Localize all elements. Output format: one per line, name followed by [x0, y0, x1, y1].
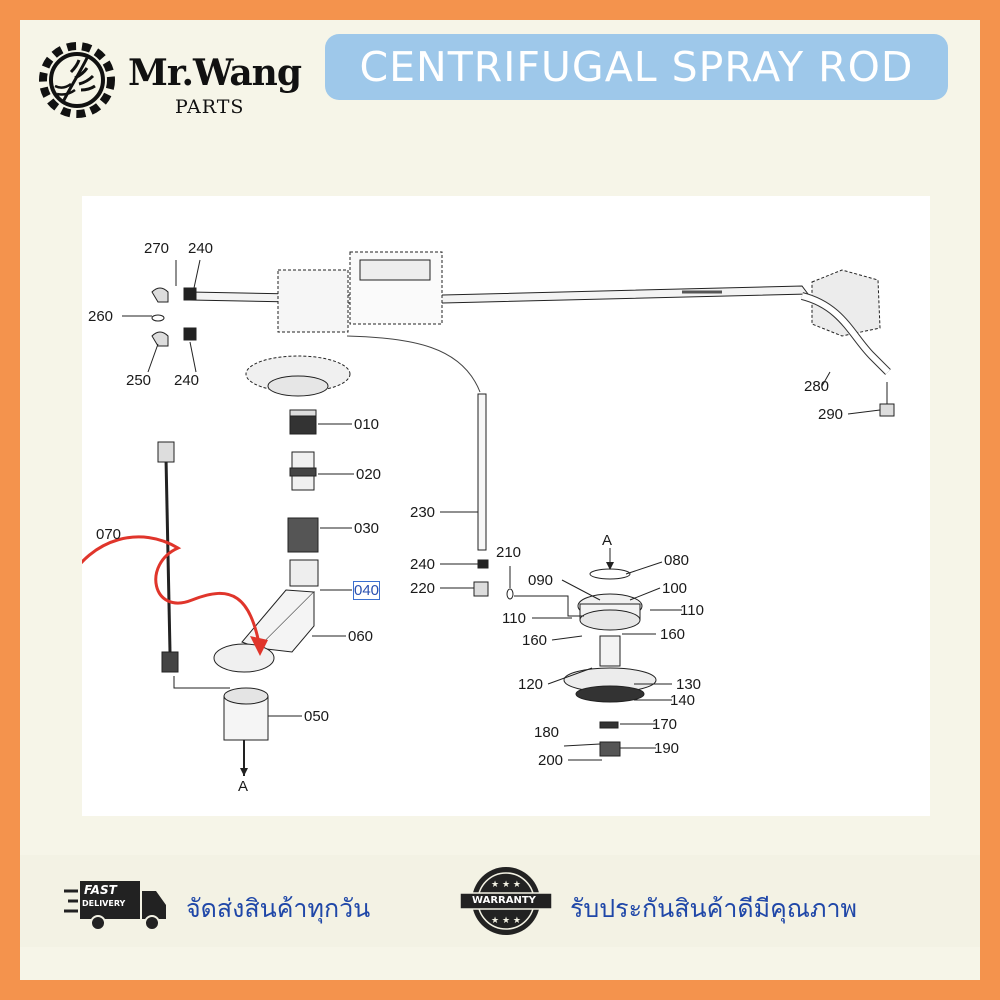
label-030: 030 [354, 520, 380, 537]
label-200: 200 [538, 752, 564, 769]
label-140: 140 [670, 692, 696, 709]
label-240-left: 240 [174, 372, 200, 389]
label-070: 070 [96, 526, 122, 543]
label-100: 100 [662, 580, 688, 597]
label-160-left: 160 [522, 632, 548, 649]
label-210: 210 [496, 544, 522, 561]
svg-text:★ ★ ★: ★ ★ ★ [491, 880, 521, 890]
highlight-arrow [82, 535, 262, 649]
label-220: 220 [410, 580, 436, 597]
label-180: 180 [534, 724, 560, 741]
label-110-right: 110 [680, 602, 704, 619]
label-080: 080 [664, 552, 690, 569]
label-a-bottom: A [238, 778, 249, 795]
parts-diagram: 270 240 260 250 240 010 020 030 040 060 … [82, 196, 930, 816]
delivery-label: DELIVERY [82, 899, 126, 908]
label-050: 050 [304, 708, 330, 725]
brand-subtitle: PARTS [175, 96, 245, 118]
label-270: 270 [144, 240, 170, 257]
brand-name: Mr.Wang [128, 52, 302, 94]
label-170: 170 [652, 716, 678, 733]
label-010: 010 [354, 416, 380, 433]
label-250: 250 [126, 372, 152, 389]
label-230: 230 [410, 504, 436, 521]
label-130: 130 [676, 676, 702, 693]
label-060: 060 [348, 628, 374, 645]
label-280: 280 [804, 378, 830, 395]
label-040-highlighted: 040 [352, 581, 381, 600]
label-160-right: 160 [660, 626, 686, 643]
fast-label: FAST [84, 883, 117, 897]
svg-text:★ ★ ★: ★ ★ ★ [491, 916, 521, 926]
warranty-text: รับประกันสินค้าดีมีคุณภาพ [570, 894, 857, 923]
label-190: 190 [654, 740, 680, 757]
page-title: CENTRIFUGAL SPRAY ROD [359, 43, 914, 91]
exploded-view-drawing [82, 251, 895, 776]
label-240-fitting: 240 [410, 556, 436, 573]
label-020: 020 [356, 466, 382, 483]
label-290: 290 [818, 406, 844, 423]
label-a-top: A [602, 532, 613, 549]
fast-delivery-truck-icon [64, 881, 166, 931]
label-260: 260 [88, 308, 114, 325]
label-240-top: 240 [188, 240, 214, 257]
delivery-text: จัดส่งสินค้าทุกวัน [186, 894, 371, 923]
gear-rice-logo-icon [39, 42, 115, 118]
label-110-left: 110 [502, 610, 526, 627]
footer-band: FAST DELIVERY จัดส่งสินค้าทุกวัน ★ ★ ★ ★… [20, 855, 980, 947]
warranty-badge-icon: ★ ★ ★ ★ ★ ★ [460, 867, 552, 935]
highlight-arrowhead [250, 636, 268, 656]
label-090: 090 [528, 572, 554, 589]
label-120: 120 [518, 676, 544, 693]
warranty-label: WARRANTY [472, 895, 536, 906]
title-banner: CENTRIFUGAL SPRAY ROD [325, 34, 948, 100]
